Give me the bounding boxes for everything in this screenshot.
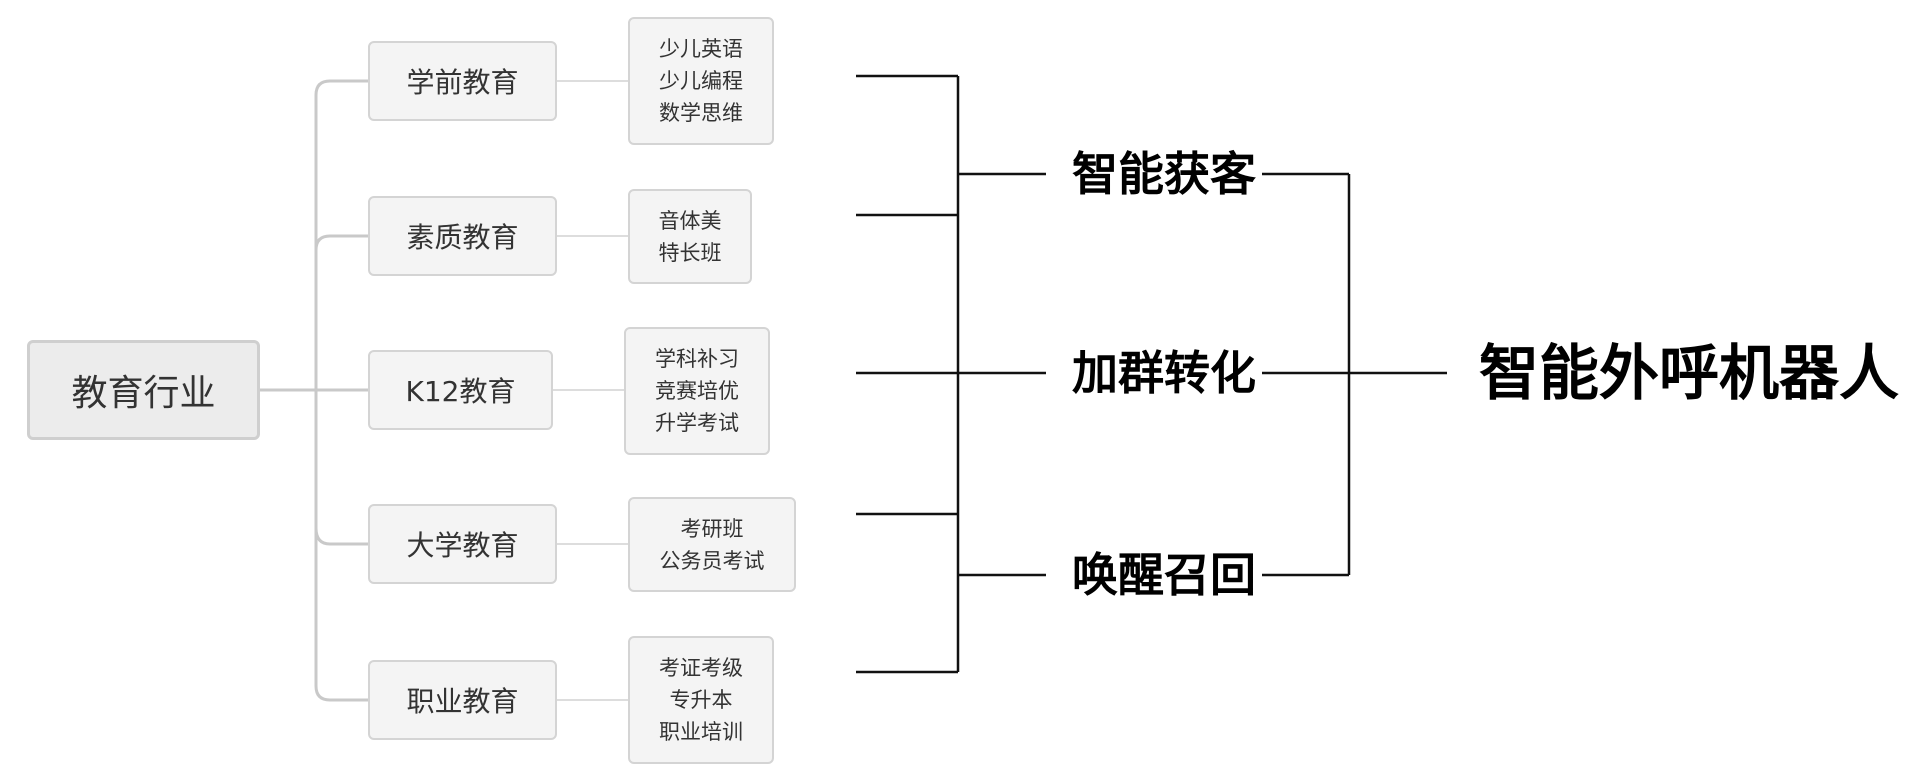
category-label: 大学教育 <box>406 529 519 562</box>
sub-items-preschool: 少儿英语 少儿编程 数学思维 <box>628 17 774 145</box>
sub-item: 升学考试 <box>655 411 739 435</box>
sub-item: 数学思维 <box>659 101 743 125</box>
sub-item: 专升本 <box>669 688 733 712</box>
sub-item: 考证考级 <box>659 656 743 680</box>
sub-item: 音体美 <box>658 208 722 233</box>
category-node-quality: 素质教育 <box>368 196 557 276</box>
category-node-vocational: 职业教育 <box>368 660 557 740</box>
category-label: 职业教育 <box>406 685 519 718</box>
sub-item: 公务员考试 <box>659 548 765 573</box>
stage-label-acquisition: 智能获客 <box>1072 147 1256 201</box>
root-node: 教育行业 <box>27 340 260 440</box>
sub-items-k12: 学科补习 竞赛培优 升学考试 <box>624 327 770 455</box>
sub-items-quality: 音体美 特长班 <box>628 189 752 284</box>
sub-item: 少儿编程 <box>659 69 743 93</box>
sub-item: 考研班 <box>680 516 744 541</box>
category-label: 素质教育 <box>406 221 519 254</box>
root-label: 教育行业 <box>71 373 216 414</box>
category-node-university: 大学教育 <box>368 504 557 584</box>
sub-item: 特长班 <box>658 240 722 265</box>
category-label: K12教育 <box>405 375 516 408</box>
category-label: 学前教育 <box>406 66 519 99</box>
sub-items-vocational: 考证考级 专升本 职业培训 <box>628 636 774 764</box>
stage-label-recall: 唤醒召回 <box>1072 548 1256 602</box>
sub-item: 职业培训 <box>659 720 743 744</box>
sub-item: 学科补习 <box>655 347 739 371</box>
category-node-k12: K12教育 <box>368 350 553 430</box>
stage-label-conversion: 加群转化 <box>1072 346 1256 400</box>
sub-item: 少儿英语 <box>659 37 743 61</box>
sub-item: 竞赛培优 <box>655 379 739 403</box>
sub-items-university: 考研班 公务员考试 <box>628 497 796 592</box>
product-label: 智能外呼机器人 <box>1479 339 1899 409</box>
category-node-preschool: 学前教育 <box>368 41 557 121</box>
